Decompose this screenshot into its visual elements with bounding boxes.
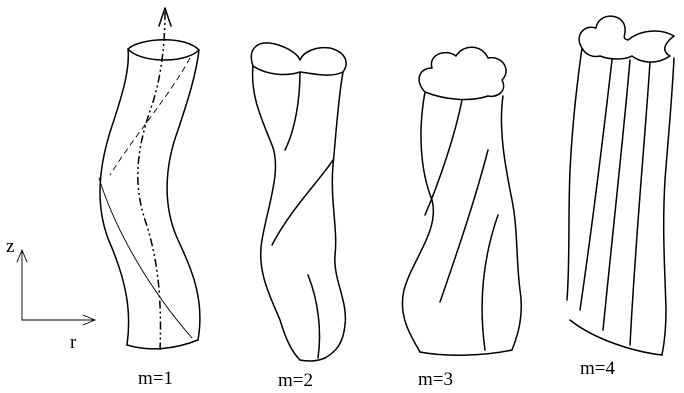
tube-m1-front-helix (99, 178, 192, 338)
tube-m2-seam-middle (272, 160, 333, 245)
tube-m3-top-outline (419, 47, 506, 99)
z-axis-label: z (6, 236, 14, 257)
tube-m4-seam-3 (630, 62, 650, 345)
tube-m3-bottom-edge (420, 350, 512, 355)
tube-m1-label: m=1 (138, 368, 173, 388)
tube-m1-back-helix (110, 58, 190, 175)
tube-m3: m=3 (402, 47, 521, 388)
tube-m4-right-edge (662, 58, 674, 355)
r-axis-label: r (70, 332, 77, 353)
tube-m2: m=2 (251, 43, 346, 388)
tube-m2-seam-lower (308, 275, 320, 358)
axis-indicator: z r (6, 236, 95, 353)
tube-m1-right-edge (167, 50, 200, 340)
tube-m1-bottom-edge (127, 340, 198, 349)
tube-m2-top-outline (251, 43, 346, 75)
tube-m2-bottom-edge (300, 358, 325, 361)
tube-m2-seam-upper (285, 72, 300, 150)
tube-m3-seam-3 (482, 215, 498, 350)
tube-m4: m=4 (567, 16, 674, 379)
tube-m4-seam-1 (580, 60, 612, 310)
tube-m3-label: m=3 (418, 369, 453, 388)
tube-m4-left-edge (567, 48, 582, 300)
tube-m3-right-edge (501, 96, 521, 350)
tube-m2-label: m=2 (278, 370, 313, 388)
tube-m4-top-outline (579, 16, 674, 62)
tube-m1: m=1 (99, 8, 200, 388)
tube-m4-bottom-edge (570, 320, 662, 355)
tube-m4-label: m=4 (580, 358, 615, 379)
tube-m3-left-edge (402, 92, 433, 352)
tube-m1-left-edge (100, 49, 129, 345)
tube-m2-right-edge (325, 72, 345, 358)
tube-m3-seam-2 (440, 150, 488, 302)
